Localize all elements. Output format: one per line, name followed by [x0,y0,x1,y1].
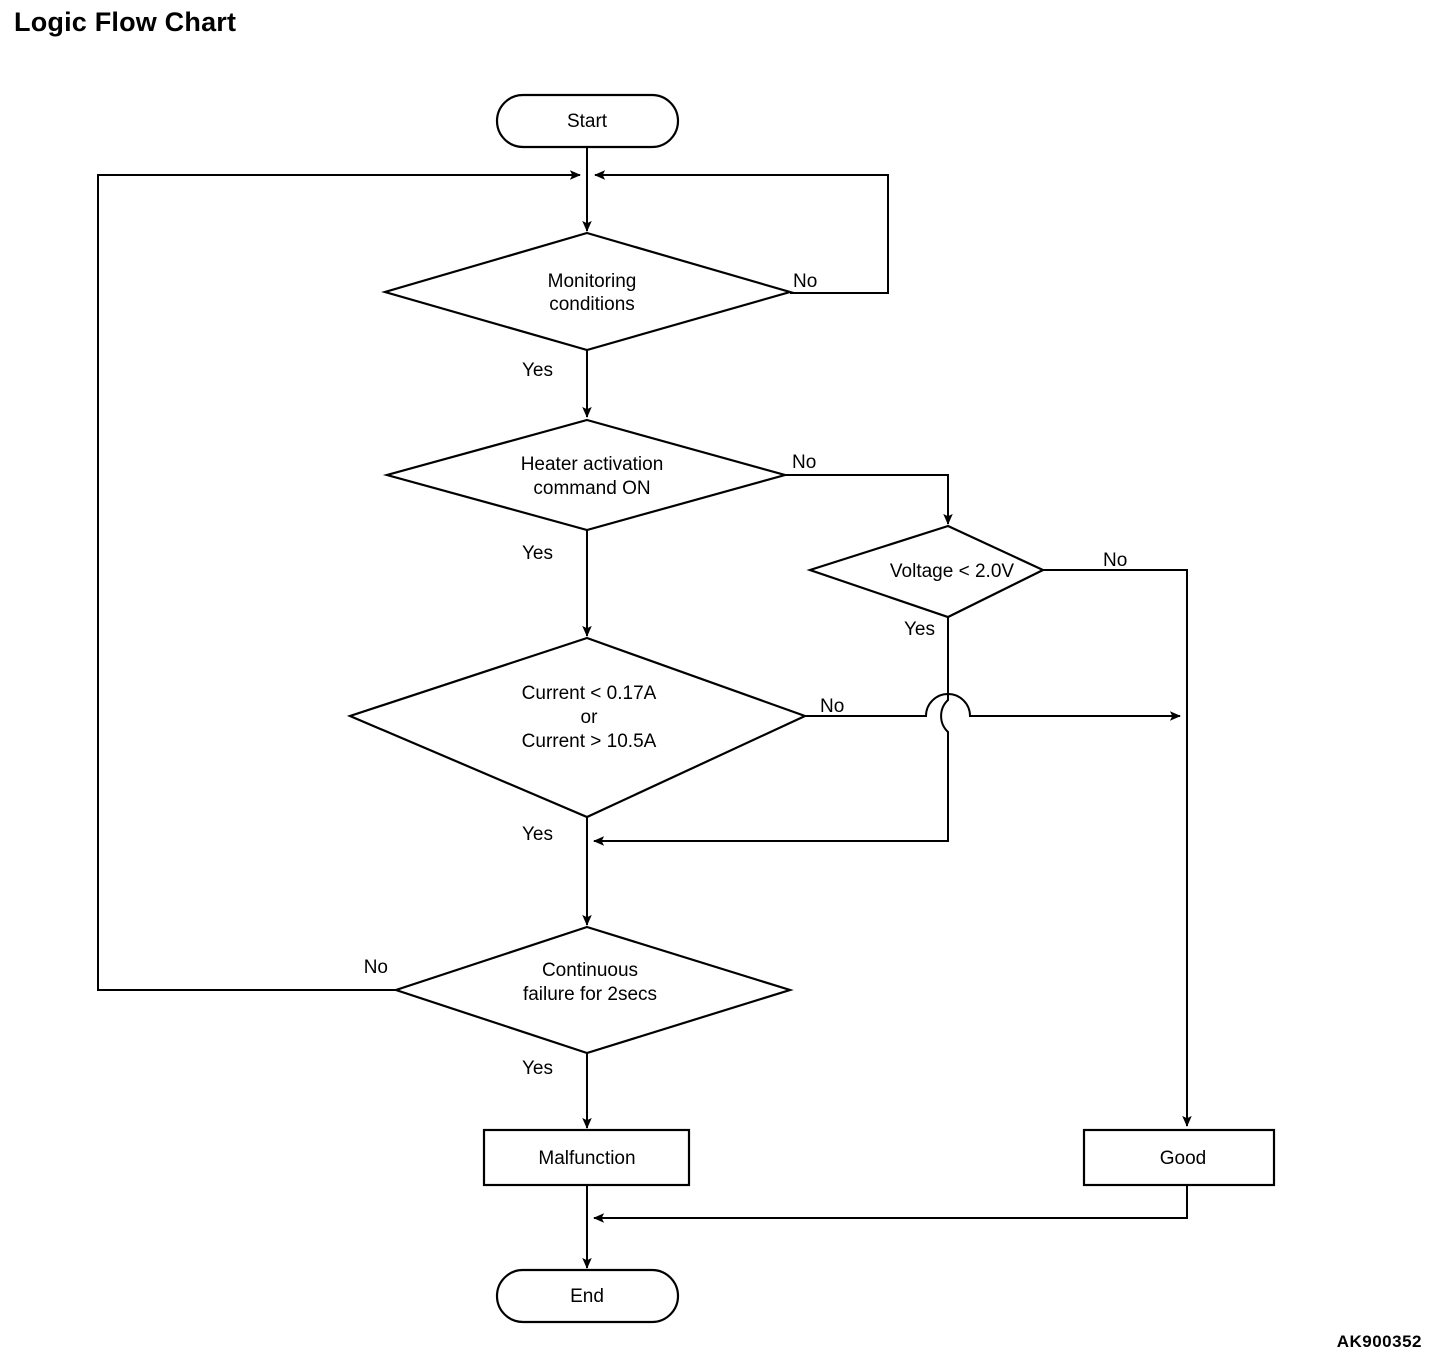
edge-continuous-no-loop [97,170,581,991]
edge-monitoring-no-loop [594,170,889,294]
node-malfunction-label: Malfunction [538,1148,635,1169]
node-monitoring-conditions[interactable]: Monitoring conditions [381,231,794,352]
edge-label-heater-yes: Yes [522,543,553,564]
node-voltage-threshold[interactable]: Voltage < 2.0V [806,524,1046,619]
node-heater-activation[interactable]: Heater activation command ON [382,418,790,532]
node-heater-line1: Heater activation [521,454,664,475]
node-current-line2: or [581,707,599,728]
node-start-label: Start [567,111,608,132]
node-good-label: Good [1160,1148,1206,1169]
edge-label-current-yes: Yes [522,824,553,845]
node-malfunction[interactable]: Malfunction [482,1128,691,1187]
node-current-line1: Current < 0.17A [522,683,657,704]
node-voltage-line1: Voltage < 2.0V [890,561,1014,582]
edge-label-monitoring-yes: Yes [522,360,553,381]
edge-label-voltage-yes: Yes [904,619,935,640]
node-continuous-failure[interactable]: Continuous failure for 2secs [392,925,794,1055]
edge-label-voltage-no: No [1103,550,1127,571]
watermark-label: AK900352 [1336,1332,1422,1351]
node-continuous-line1: Continuous [542,960,638,981]
edge-label-continuous-yes: Yes [522,1058,553,1079]
edge-good-to-end [593,1185,1188,1223]
node-heater-line2: command ON [533,478,650,499]
edge-current-no [805,693,1181,721]
node-current-line3: Current > 10.5A [522,731,657,752]
edge-label-current-no: No [820,696,844,717]
node-good[interactable]: Good [1082,1128,1276,1187]
edge-label-monitoring-no: No [793,271,817,292]
node-start[interactable]: Start [495,93,680,149]
edge-voltage-no [1043,569,1192,1127]
node-current-threshold[interactable]: Current < 0.17A or Current > 10.5A [346,636,808,819]
page-title: Logic Flow Chart [14,7,237,37]
node-end[interactable]: End [495,1268,680,1324]
edge-heater-no [785,474,953,525]
edge-label-heater-no: No [792,452,816,473]
node-end-label: End [570,1286,604,1307]
node-monitoring-line2: conditions [549,294,635,315]
edge-label-continuous-no: No [364,957,388,978]
edge-voltage-yes [593,617,949,846]
node-continuous-line2: failure for 2secs [523,984,657,1005]
node-monitoring-line1: Monitoring [548,271,637,292]
